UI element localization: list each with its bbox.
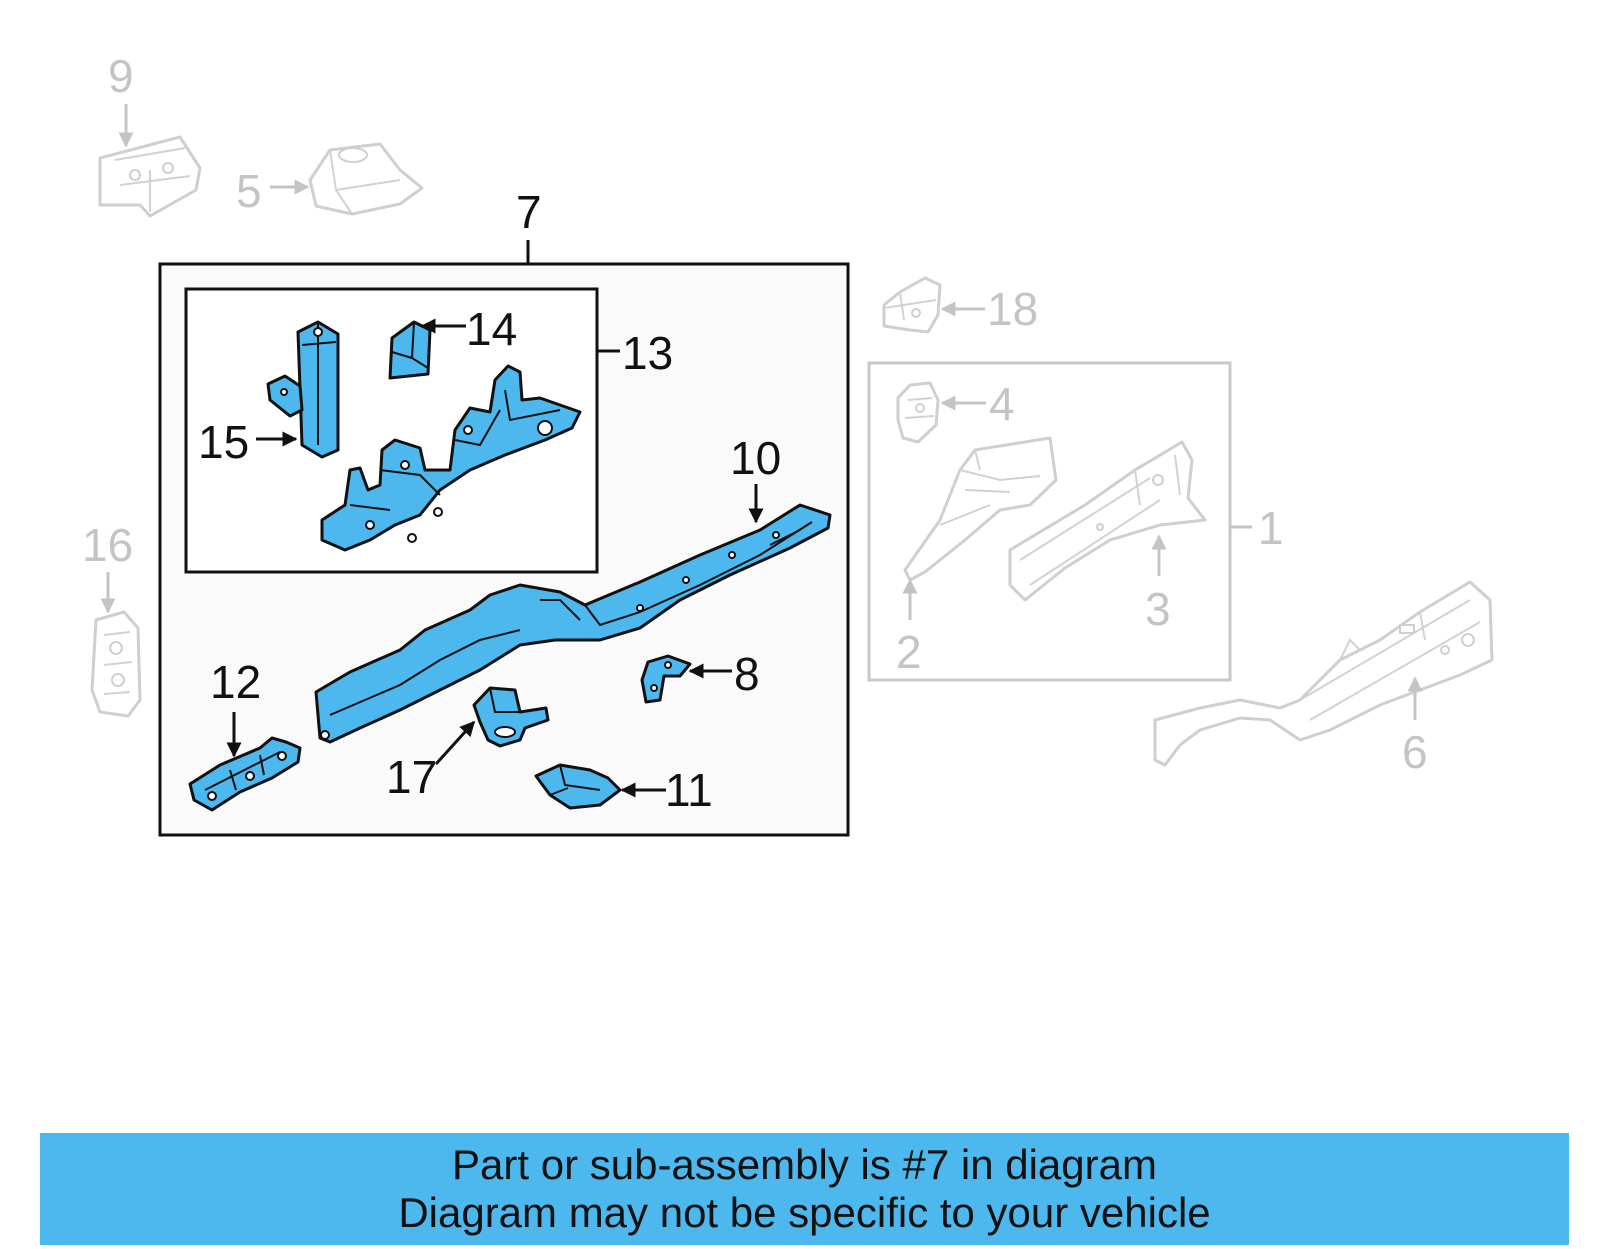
part-11-bracket[interactable]: [534, 763, 622, 810]
part-9-bracket[interactable]: [98, 135, 202, 218]
banner-line-2: Diagram may not be specific to your vehi…: [398, 1189, 1211, 1236]
leader-17: [434, 720, 476, 766]
callout-6: 6: [1402, 726, 1428, 778]
part-2-wheelhouse[interactable]: [903, 436, 1058, 582]
callout-1: 1: [1258, 502, 1284, 554]
callout-17: 17: [386, 751, 437, 803]
callout-3: 3: [1145, 583, 1171, 635]
part-10-rear-rail[interactable]: [314, 503, 832, 744]
part-18-bracket[interactable]: [882, 276, 942, 334]
callout-7: 7: [516, 186, 542, 238]
part-5-cap[interactable]: [308, 142, 424, 216]
callout-15: 15: [198, 416, 249, 468]
banner-line-1: Part or sub-assembly is #7 in diagram: [452, 1141, 1157, 1188]
callout-16: 16: [82, 519, 133, 571]
part-3-apron[interactable]: [1008, 440, 1207, 602]
callout-12: 12: [210, 656, 261, 708]
callout-10: 10: [730, 432, 781, 484]
callout-5: 5: [236, 165, 262, 217]
part-12-bracket[interactable]: [188, 736, 302, 812]
callout-8: 8: [734, 648, 760, 700]
part-14-bracket[interactable]: [388, 320, 432, 380]
info-banner: Part or sub-assembly is #7 in diagram Di…: [40, 1133, 1569, 1245]
part-6-rail[interactable]: [1153, 580, 1494, 767]
callout-2: 2: [896, 626, 922, 678]
callout-13: 13: [622, 327, 673, 379]
part-4-bracket[interactable]: [896, 381, 940, 444]
part-8-clip[interactable]: [640, 654, 692, 704]
part-16-plate[interactable]: [90, 610, 142, 718]
callout-11: 11: [665, 764, 713, 816]
part-13-frame-rail[interactable]: [320, 364, 582, 552]
part-15-post[interactable]: [266, 320, 340, 459]
part-17-bracket[interactable]: [472, 686, 550, 748]
callout-14: 14: [466, 303, 517, 355]
callout-18: 18: [987, 283, 1038, 335]
subassembly-1-box: [867, 361, 1232, 682]
callout-9: 9: [108, 50, 134, 102]
callout-4: 4: [989, 378, 1015, 430]
